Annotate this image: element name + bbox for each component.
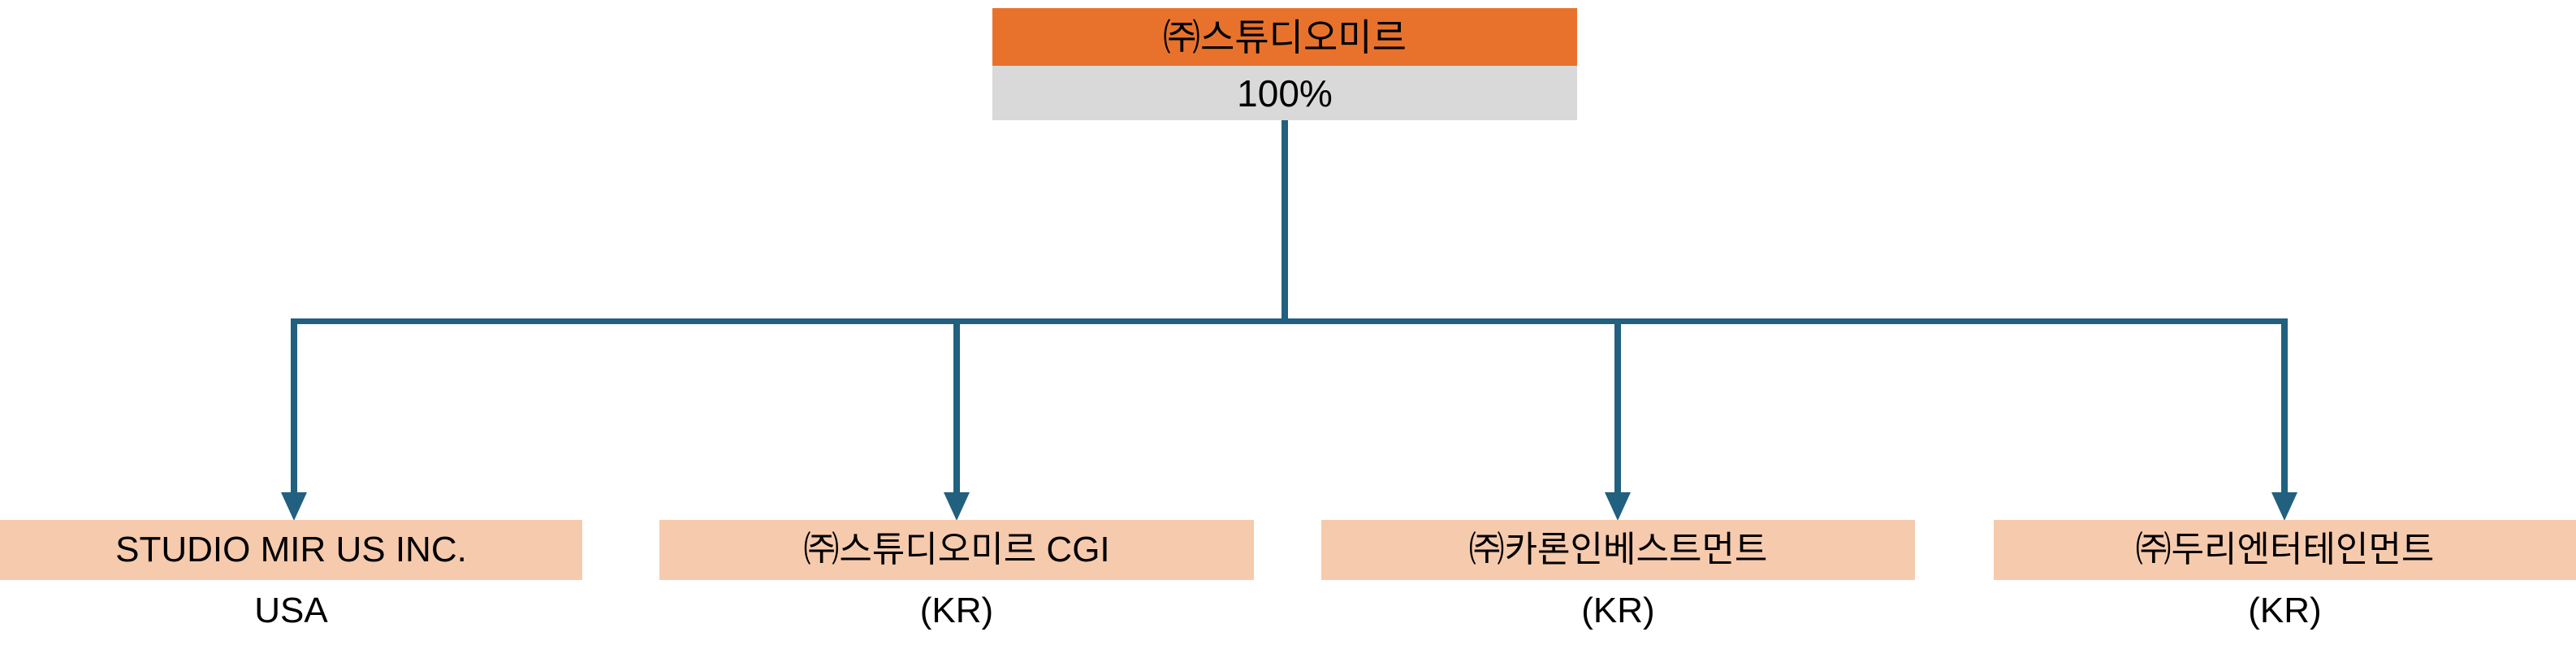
connector-drop-4: [2281, 324, 2288, 494]
parent-company-name: ㈜스튜디오미르: [992, 8, 1577, 66]
subsidiary-country: USA: [254, 591, 328, 630]
connector-drop-3: [1614, 324, 1621, 494]
ownership-percentage: 100%: [992, 66, 1577, 120]
arrow-down-icon: [1605, 492, 1631, 521]
connector-drop-2: [953, 324, 960, 494]
parent-company-node: ㈜스튜디오미르 100%: [992, 8, 1577, 120]
subsidiary-node-name: ㈜카론인베스트먼트: [1321, 520, 1915, 580]
arrow-down-icon: [281, 492, 307, 521]
connector-drop-1: [291, 324, 297, 494]
subsidiary-node-name: ㈜두리엔터테인먼트: [1994, 520, 2576, 580]
connector-parent-stem: [1282, 120, 1288, 322]
arrow-down-icon: [2271, 492, 2297, 521]
arrow-down-icon: [944, 492, 970, 521]
subsidiary-country: (KR): [919, 591, 994, 630]
subsidiary-country: (KR): [1581, 591, 1655, 630]
connector-horizontal-bar: [291, 318, 2288, 324]
subsidiary-node-name: ㈜스튜디오미르 CGI: [659, 520, 1254, 580]
subsidiary-node-name: STUDIO MIR US INC.: [0, 520, 582, 580]
subsidiary-country: (KR): [2248, 591, 2322, 630]
